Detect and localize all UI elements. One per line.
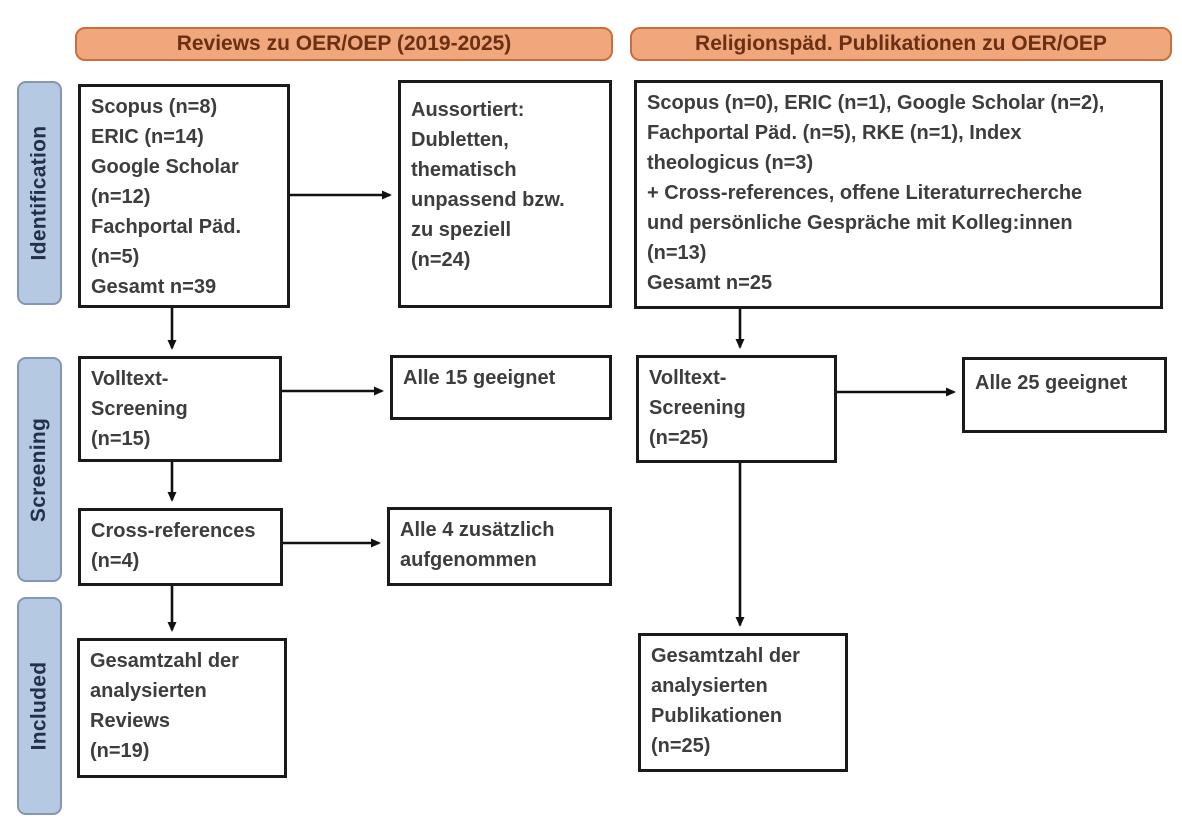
stage-screening-label: Screening — [27, 417, 51, 522]
stage-identification: Identification — [17, 81, 62, 305]
box-right-included-total: Gesamtzahl der analysierten Publikatione… — [638, 633, 848, 772]
box-left-eligible: Alle 15 geeignet — [390, 355, 612, 420]
box-left-fulltext-screening: Volltext- Screening (n=15) — [78, 356, 282, 462]
stage-included: Included — [17, 597, 62, 815]
box-left-crossref: Cross-references (n=4) — [78, 508, 283, 586]
column-header-religionspaed: Religionspäd. Publikationen zu OER/OEP — [630, 27, 1172, 61]
box-left-excluded: Aussortiert: Dubletten, thematisch unpas… — [398, 80, 612, 308]
box-right-eligible: Alle 25 geeignet — [962, 357, 1167, 433]
box-left-added: Alle 4 zusätzlich aufgenommen — [387, 507, 612, 586]
stage-screening: Screening — [17, 357, 62, 582]
box-left-included-total: Gesamtzahl der analysierten Reviews (n=1… — [77, 638, 287, 778]
box-right-fulltext-screening: Volltext- Screening (n=25) — [636, 355, 837, 463]
stage-identification-label: Identification — [27, 125, 51, 261]
stage-included-label: Included — [27, 661, 51, 751]
column-header-reviews: Reviews zu OER/OEP (2019-2025) — [75, 27, 613, 61]
box-left-sources: Scopus (n=8) ERIC (n=14) Google Scholar … — [78, 84, 290, 308]
box-right-sources: Scopus (n=0), ERIC (n=1), Google Scholar… — [634, 80, 1163, 309]
